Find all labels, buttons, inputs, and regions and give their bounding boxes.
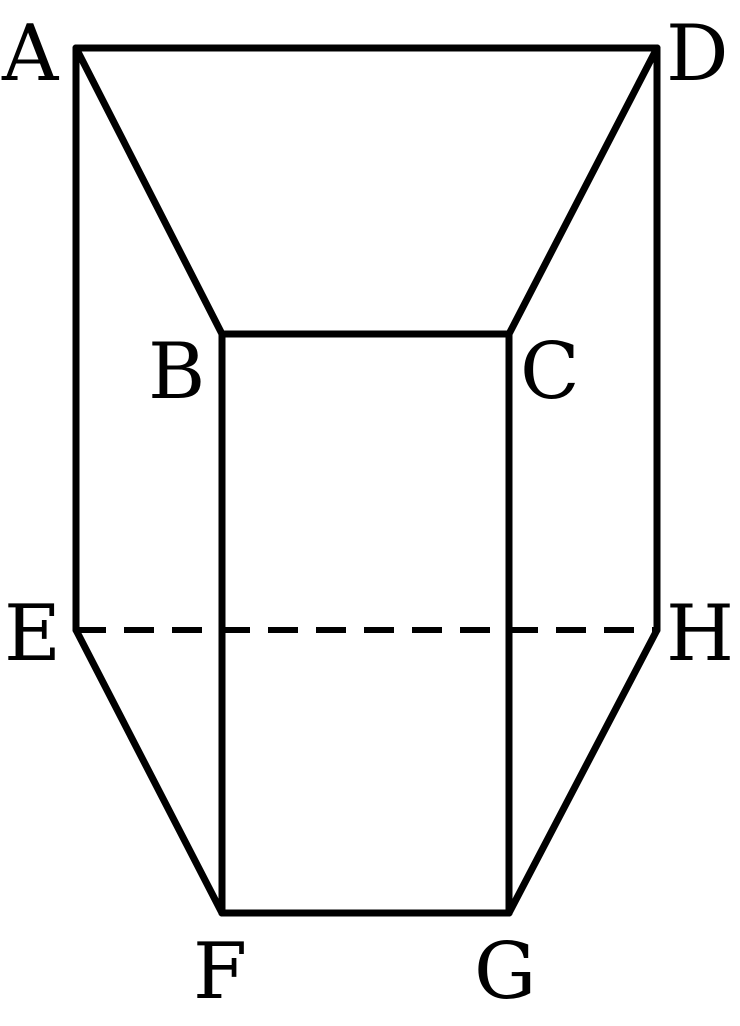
vertex-label-b: B xyxy=(148,327,205,417)
edge-cd xyxy=(505,44,661,338)
vertex-label-d: D xyxy=(666,9,729,99)
vertex-label-e: E xyxy=(4,589,61,679)
vertex-labels: A B C D E F G H xyxy=(1,9,734,1017)
edge-gh xyxy=(505,626,661,917)
edge-ef xyxy=(72,626,226,917)
vertex-label-a: A xyxy=(1,9,60,99)
vertex-label-h: H xyxy=(666,589,734,679)
edge-ab xyxy=(72,44,226,338)
vertex-label-c: C xyxy=(520,327,580,417)
vertex-label-g: G xyxy=(474,927,536,1017)
vertex-label-f: F xyxy=(193,927,247,1017)
edges xyxy=(72,44,661,917)
